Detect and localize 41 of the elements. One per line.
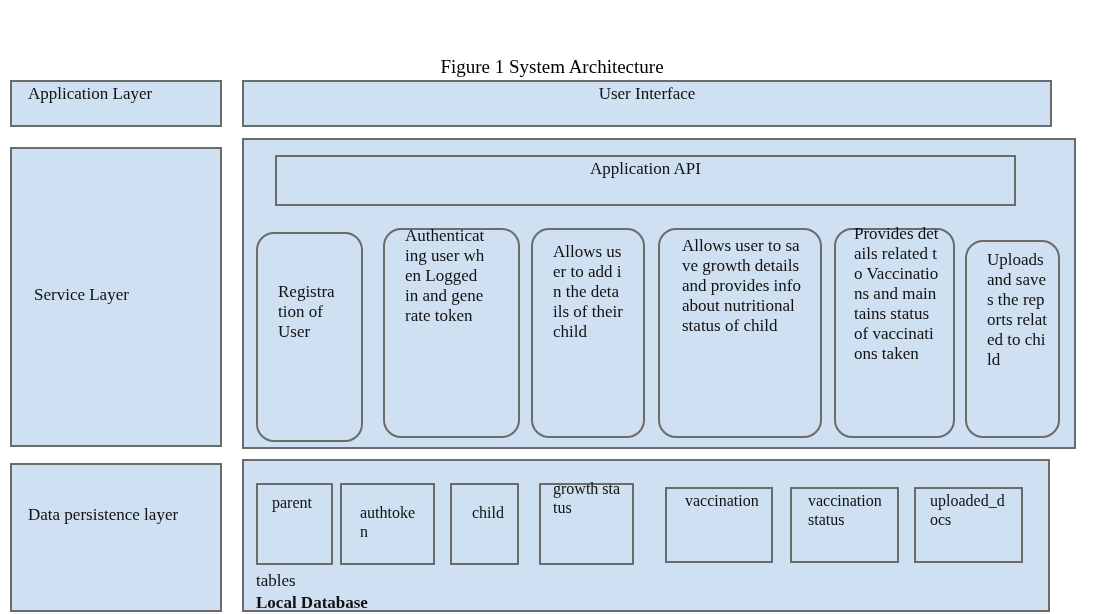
- container-box: [242, 138, 1076, 449]
- layer-box: [242, 80, 1052, 127]
- table-box: [539, 483, 634, 565]
- box-label: Provides details related to Vaccinations and maintains status of vaccinations taken: [854, 224, 939, 364]
- layer-box: [275, 155, 1016, 206]
- table-box: [914, 487, 1023, 563]
- service-box: [965, 240, 1060, 438]
- box-label: Allows user to save growth details and provides info about nutritional status of child: [682, 236, 802, 336]
- table-box: [256, 483, 333, 565]
- box-label: uploaded_docs: [930, 491, 1006, 529]
- table-box: [450, 483, 519, 565]
- table-box: [790, 487, 899, 563]
- caption-text: tables: [256, 571, 297, 591]
- box-label: Uploads and saves the reports related to child: [987, 250, 1047, 370]
- box-label: Service Layer: [34, 285, 130, 305]
- box-label: Allows user to add in the details of their child: [553, 242, 623, 342]
- layer-box: [10, 463, 222, 612]
- database-panel: [242, 459, 1050, 612]
- box-label: User Interface: [597, 84, 697, 104]
- box-label: Application Layer: [28, 84, 154, 104]
- service-box: [383, 228, 520, 438]
- box-label: growth status: [553, 479, 622, 517]
- service-box: [834, 228, 955, 438]
- box-label: vaccination: [685, 491, 760, 510]
- layer-box: [10, 80, 222, 127]
- box-label: child: [472, 503, 505, 522]
- table-box: [340, 483, 435, 565]
- database-label: Local Database: [256, 593, 369, 613]
- box-label: Registration of User: [278, 282, 336, 342]
- table-box: [665, 487, 773, 563]
- service-box: [531, 228, 645, 438]
- service-box: [658, 228, 822, 438]
- box-label: Application API: [589, 159, 702, 179]
- figure-title: Figure 1 System Architecture: [439, 56, 665, 78]
- box-label: parent: [272, 493, 313, 512]
- box-label: Authenticating user when Logged in and generate token: [405, 226, 485, 326]
- service-box: [256, 232, 363, 442]
- box-label: vaccination status: [808, 491, 883, 529]
- layer-box: [10, 147, 222, 447]
- box-label: authtoken: [360, 503, 417, 541]
- box-label: Data persistence layer: [28, 505, 180, 525]
